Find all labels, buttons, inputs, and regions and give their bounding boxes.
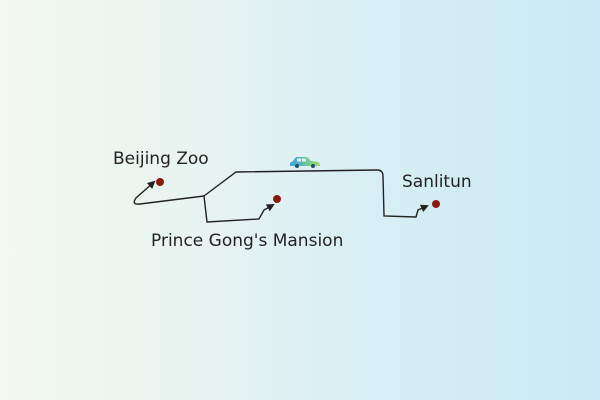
location-dot-icon[interactable] (156, 178, 164, 186)
route-line-zoo (133, 180, 205, 205)
route-line-mansion (203, 195, 275, 223)
location-dot-icon[interactable] (432, 200, 440, 208)
car-icon (290, 157, 320, 168)
route-line-main (203, 169, 429, 218)
place-label-prince-gongs-mansion: Prince Gong's Mansion (151, 231, 343, 251)
place-label-sanlitun: Sanlitun (402, 172, 472, 192)
location-dot-icon[interactable] (273, 195, 281, 203)
place-label-beijing-zoo: Beijing Zoo (113, 149, 209, 169)
